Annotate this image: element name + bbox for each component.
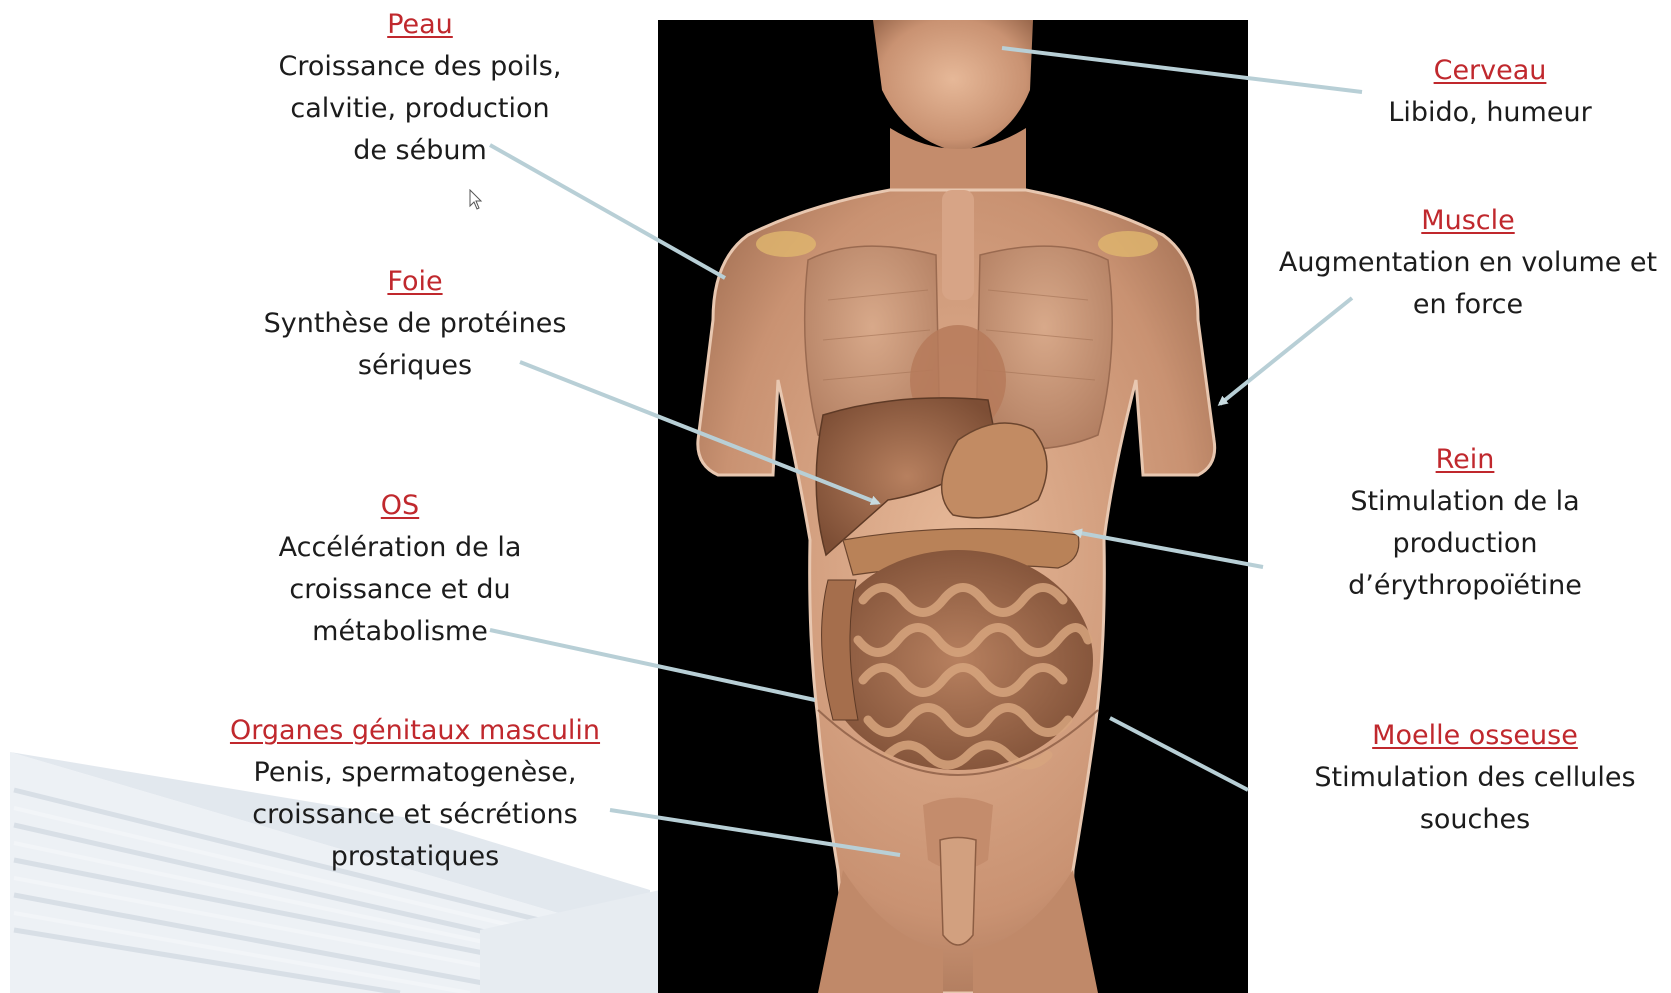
- label-os-title: OS: [210, 485, 590, 527]
- label-foie: Foie Synthèse de protéines sériques: [215, 261, 615, 387]
- label-cerveau-line-1: Libido, humeur: [1340, 92, 1640, 134]
- mouse-pointer-icon: [469, 189, 483, 211]
- label-rein-line-2: production: [1300, 523, 1630, 565]
- label-rein-line-1: Stimulation de la: [1300, 481, 1630, 523]
- label-peau: Peau Croissance des poils, calvitie, pro…: [230, 4, 610, 172]
- torso-illustration: [658, 20, 1248, 993]
- label-cerveau: Cerveau Libido, humeur: [1340, 50, 1640, 134]
- label-rein: Rein Stimulation de la production d’éryt…: [1300, 439, 1630, 607]
- label-foie-title: Foie: [215, 261, 615, 303]
- label-cerveau-title: Cerveau: [1340, 50, 1640, 92]
- label-peau-line-1: Croissance des poils,: [230, 46, 610, 88]
- label-peau-title: Peau: [230, 4, 610, 46]
- label-peau-line-3: de sébum: [230, 130, 610, 172]
- label-peau-line-2: calvitie, production: [230, 88, 610, 130]
- label-rein-line-3: d’érythropoïétine: [1300, 565, 1630, 607]
- anatomy-figure: [658, 20, 1248, 993]
- label-os: OS Accélération de la croissance et du m…: [210, 485, 590, 653]
- label-organes-line-3: prostatiques: [195, 836, 635, 878]
- label-muscle-title: Muscle: [1268, 200, 1668, 242]
- label-os-line-1: Accélération de la: [210, 527, 590, 569]
- label-os-line-3: métabolisme: [210, 611, 590, 653]
- label-muscle-line-1: Augmentation en volume et: [1268, 242, 1668, 284]
- label-muscle-line-2: en force: [1268, 284, 1668, 326]
- label-os-line-2: croissance et du: [210, 569, 590, 611]
- label-organes-line-1: Penis, spermatogenèse,: [195, 752, 635, 794]
- label-organes-title: Organes génitaux masculin: [195, 710, 635, 752]
- label-muscle: Muscle Augmentation en volume et en forc…: [1268, 200, 1668, 326]
- label-moelle-line-1: Stimulation des cellules: [1290, 757, 1660, 799]
- label-moelle-line-2: souches: [1290, 799, 1660, 841]
- label-rein-title: Rein: [1300, 439, 1630, 481]
- label-moelle-title: Moelle osseuse: [1290, 715, 1660, 757]
- label-organes-line-2: croissance et sécrétions: [195, 794, 635, 836]
- label-foie-line-2: sériques: [215, 345, 615, 387]
- label-organes-genitaux: Organes génitaux masculin Penis, spermat…: [195, 710, 635, 878]
- label-foie-line-1: Synthèse de protéines: [215, 303, 615, 345]
- label-moelle-osseuse: Moelle osseuse Stimulation des cellules …: [1290, 715, 1660, 841]
